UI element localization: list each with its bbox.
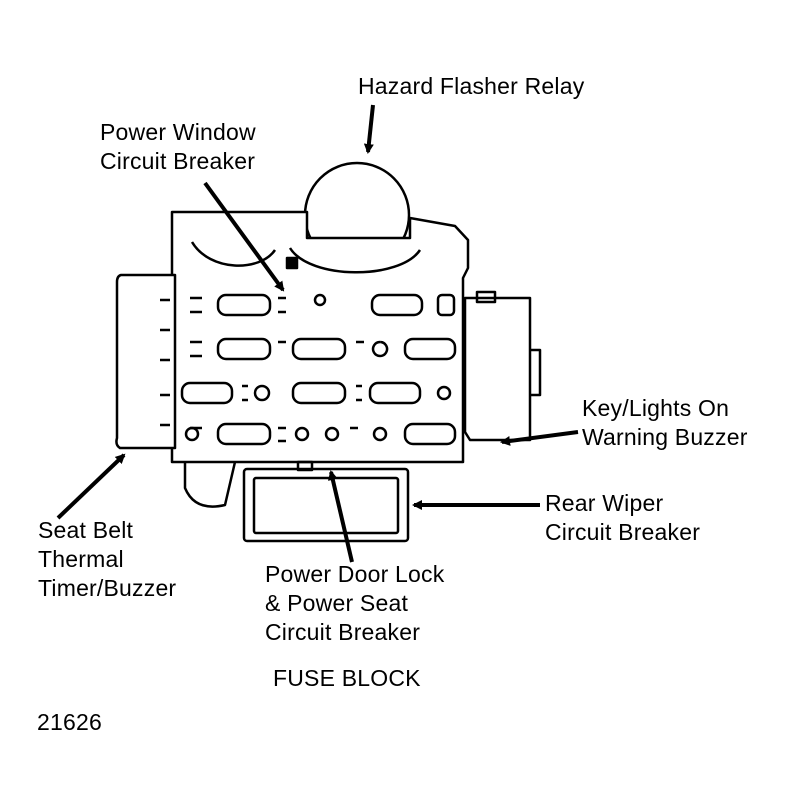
label-key-lights-warning-buzzer: Key/Lights On Warning Buzzer: [582, 395, 748, 450]
label-power-door-lock-seat-cb: Power Door Lock & Power Seat Circuit Bre…: [265, 561, 445, 645]
label-rear-wiper-circuit-breaker: Rear Wiper Circuit Breaker: [545, 490, 701, 545]
arrow-hazard-flasher: [363, 104, 375, 154]
fuse-block-body: [115, 161, 542, 543]
caption-fuse-block: FUSE BLOCK: [273, 665, 421, 691]
fuse-slot-grid: [160, 293, 457, 446]
arrow-power-window: [203, 181, 285, 292]
arrow-key-lights: [500, 430, 579, 446]
label-hazard-flasher-relay: Hazard Flasher Relay: [358, 73, 585, 99]
arrow-door-lock: [327, 470, 354, 563]
figure-number: 21626: [37, 709, 102, 735]
leader-arrows: [56, 104, 579, 563]
label-seat-belt-thermal-timer: Seat Belt Thermal Timer/Buzzer: [38, 517, 177, 601]
label-power-window-circuit-breaker: Power Window Circuit Breaker: [100, 119, 256, 174]
arrow-seat-belt: [56, 453, 126, 520]
